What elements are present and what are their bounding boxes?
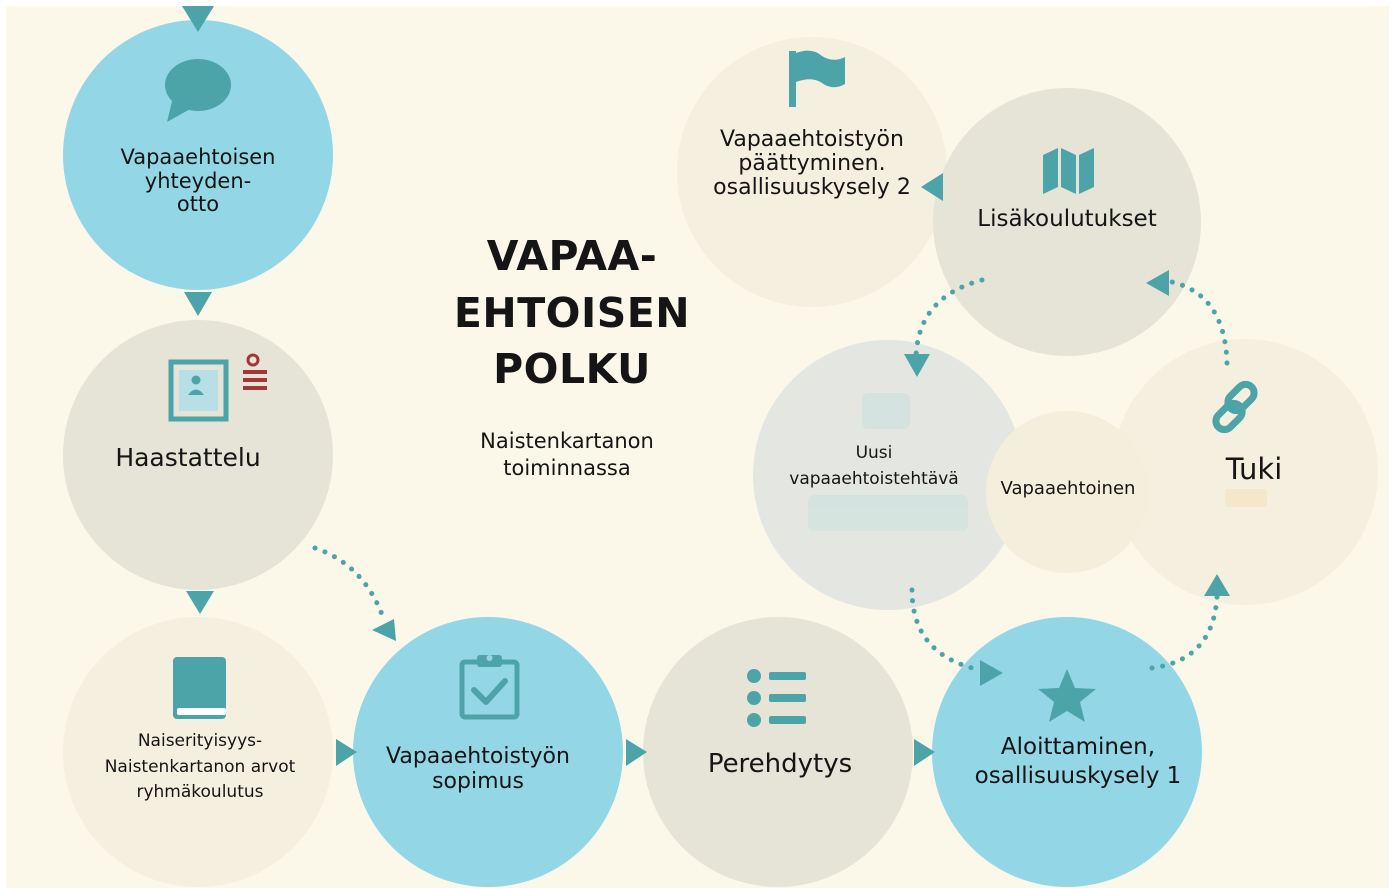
node-extra-label: Lisäkoulutukset: [977, 206, 1157, 232]
node-agreement-label: Vapaaehtoistyön sopimus: [386, 744, 570, 794]
dotted-start-to-support: [1149, 594, 1220, 671]
arrow-training-to-agreement: [336, 739, 357, 766]
node-support-circle: [1112, 339, 1378, 605]
dotted-arrowhead-extra: [1146, 270, 1169, 296]
arrow-contact-to-interview: [184, 292, 212, 316]
dotted-arrowhead-agreement: [372, 619, 396, 641]
node-end-circle: [677, 37, 947, 307]
dotted-interview-to-agreement: [312, 545, 387, 623]
node-training-circle: [63, 617, 333, 887]
node-training-label: Naiserityisyys- Naistenkartanon arvot ry…: [104, 731, 296, 802]
node-extra-circle: [933, 88, 1201, 356]
list-icon: [747, 669, 806, 727]
node-start-circle: [932, 617, 1202, 887]
faded-support-accent: [1225, 489, 1267, 507]
node-support-label: Tuki: [1225, 452, 1283, 486]
node-end-label: Vapaaehtoistyön päättyminen. osallisuusk…: [713, 127, 911, 200]
faded-newtask-icon: [808, 393, 968, 531]
clipboard-check-icon: [459, 655, 520, 720]
node-newtask-label: Uusi vapaaehtoistehtävä: [789, 443, 959, 489]
dotted-extra-to-newtask: [913, 277, 985, 360]
link-icon: [1212, 380, 1258, 434]
node-volunteer-circle: [986, 411, 1148, 573]
id-card-icon: [168, 353, 267, 422]
node-start-label: Aloittaminen, osallisuuskysely 1: [974, 734, 1182, 789]
dotted-arrowhead-newtask: [904, 354, 930, 377]
node-orientation-circle: [643, 617, 913, 887]
diagram-title: VAPAA- EHTOISEN POLKU: [453, 232, 691, 394]
dotted-arrowhead-start: [980, 660, 1003, 686]
node-interview-label: Haastattelu: [115, 443, 261, 472]
node-contact-circle: [63, 20, 333, 290]
dotted-arrowhead-support: [1204, 574, 1230, 596]
diagram-subtitle: Naistenkartanon toiminnassa: [480, 429, 654, 481]
node-volunteer-label: Vapaaehtoinen: [1000, 478, 1136, 499]
speech-bubble-icon: [165, 59, 231, 122]
star-icon: [1038, 669, 1096, 722]
arrow-agreement-to-orientation: [626, 739, 647, 766]
arrow-orientation-to-start: [914, 739, 935, 766]
arrow-extra-to-end: [921, 173, 943, 201]
node-newtask-circle: [753, 340, 1023, 610]
node-contact-label: Vapaaehtoisen yhteyden- otto: [120, 145, 276, 217]
arrow-into-contact: [182, 6, 214, 32]
node-orientation-label: Perehdytys: [707, 749, 853, 779]
map-icon: [1043, 148, 1094, 194]
dotted-support-to-extra: [1169, 279, 1230, 366]
arrow-interview-to-training: [186, 591, 214, 614]
book-icon: [173, 657, 226, 719]
node-agreement-circle: [353, 617, 623, 887]
flag-icon: [789, 50, 845, 107]
